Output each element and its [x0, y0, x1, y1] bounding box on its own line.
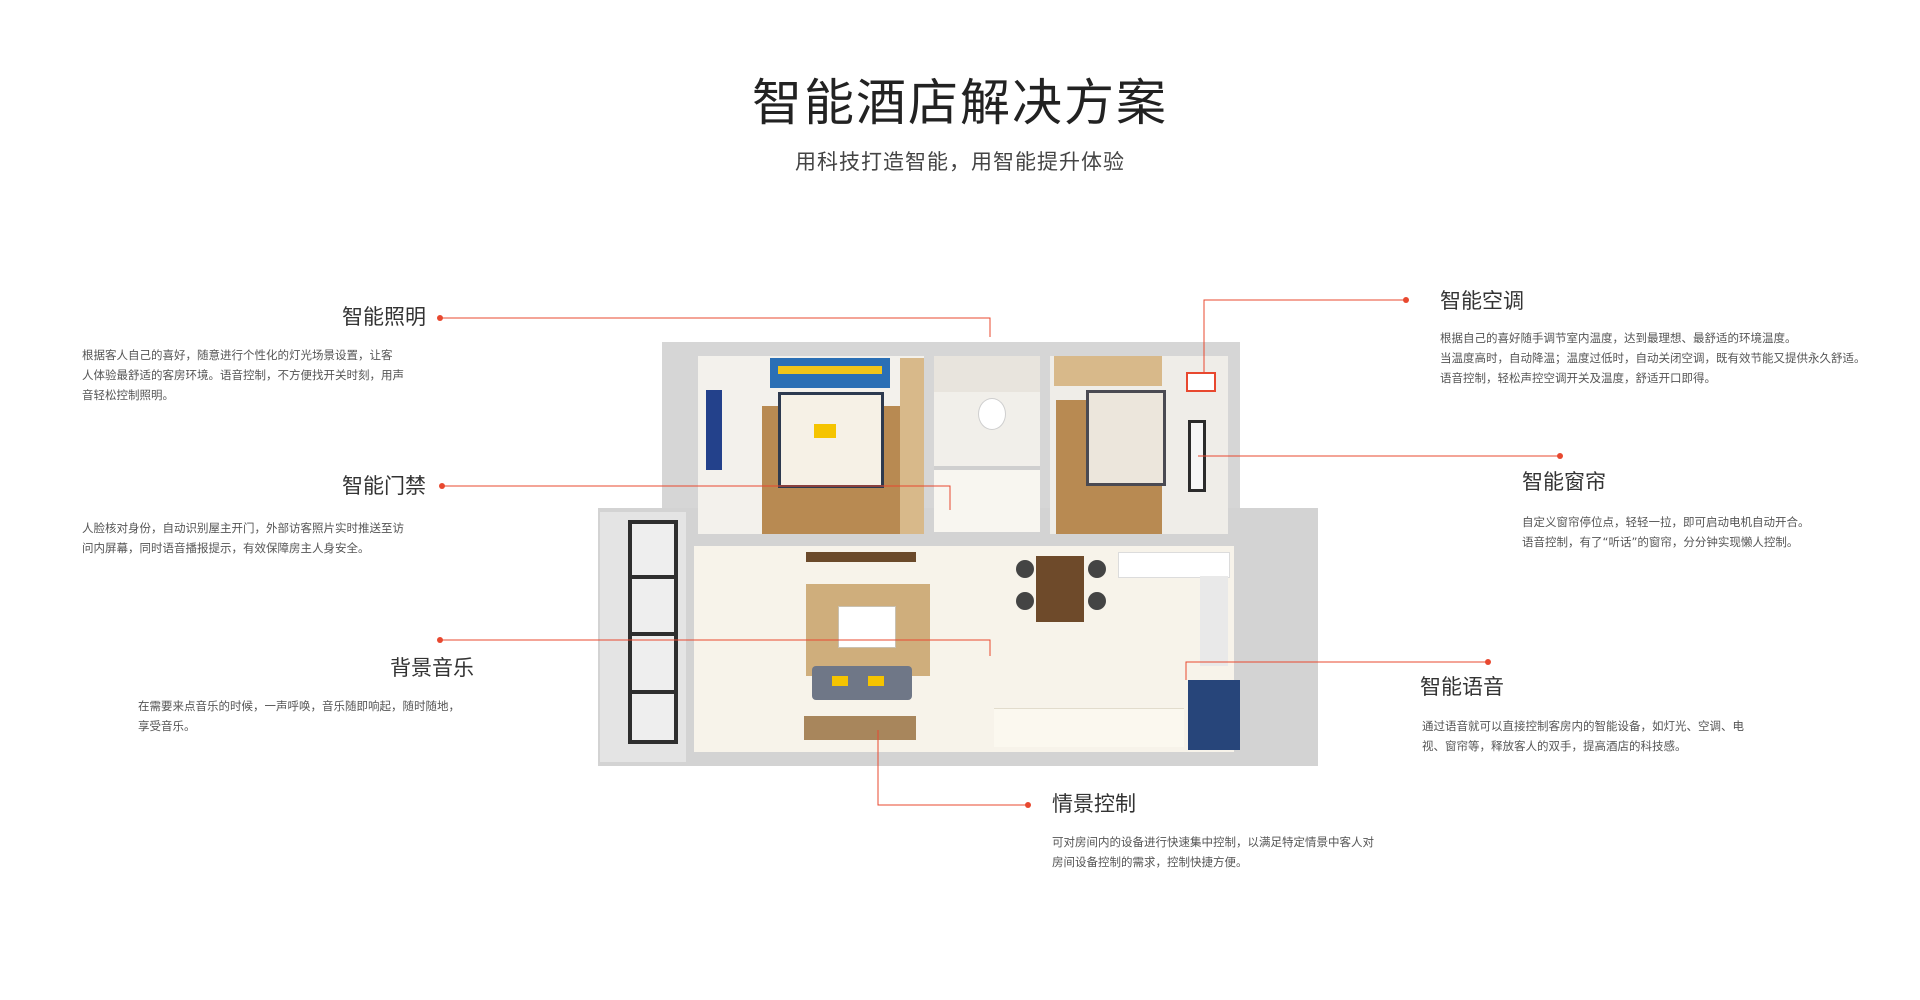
feature-access-desc: 人脸核对身份，自动识别屋主开门，外部访客照片实时推送至访 问内屏幕，同时语音播报…: [82, 521, 404, 555]
feature-voice-desc: 通过语音就可以直接控制客房内的智能设备，如灯光、空调、电 视、窗帘等，释放客人的…: [1422, 719, 1744, 753]
wardrobe-right: [1054, 356, 1162, 386]
kitchen-counter: [1118, 552, 1230, 578]
music-callout-dot: [437, 637, 443, 643]
wardrobe-left: [900, 358, 924, 534]
lighting-callout-dot: [437, 315, 443, 321]
scene-callout-dot: [1025, 802, 1031, 808]
feature-aircon-desc: 根据自己的喜好随手调节室内温度，达到最理想、最舒适的环境温度。 当温度高时，自动…: [1440, 331, 1866, 385]
feature-voice-title: 智能语音: [1420, 675, 1504, 699]
kitchen-side: [1200, 576, 1228, 666]
toilet: [978, 398, 1006, 430]
bedroom-left-bed: [778, 392, 884, 488]
feature-curtain-desc: 自定义窗帘停位点，轻轻一拉，即可启动电机自动开合。 语音控制，有了“听话”的窗帘…: [1522, 515, 1810, 549]
living-room-sofa: [812, 666, 912, 700]
feature-lighting-desc: 根据客人自己的喜好，随意进行个性化的灯光场景设置，让客 人体验最舒适的客房环境。…: [82, 348, 404, 402]
bedroom-left-blue-shelf: [706, 390, 722, 470]
curtain-callout-dot: [1557, 453, 1563, 459]
bottom-rug: [804, 716, 916, 740]
feature-scene-desc: 可对房间内的设备进行快速集中控制，以满足特定情景中客人对 房间设备控制的需求，控…: [1052, 835, 1374, 869]
lighting-callout-line: [440, 317, 991, 337]
scene-callout-line: [877, 730, 1028, 806]
access-callout-dot: [439, 483, 445, 489]
entry-door-blue: [1188, 680, 1240, 750]
aircon-callout-dot: [1403, 297, 1409, 303]
dining-table: [1036, 556, 1084, 622]
entry-hall: [934, 470, 1040, 532]
music-callout-line: [440, 639, 991, 656]
tv-cabinet: [806, 552, 916, 562]
voice-callout-dot: [1485, 659, 1491, 665]
bedroom-right-bed: [1086, 390, 1166, 486]
access-callout-line: [442, 485, 951, 510]
feature-curtain-title: 智能窗帘: [1522, 470, 1606, 494]
living-room-light-band: [994, 708, 1184, 747]
aircon-unit: [1186, 372, 1216, 392]
feature-scene-title: 情景控制: [1052, 792, 1136, 816]
feature-music-desc: 在需要来点音乐的时候，一声呼唤，音乐随即响起，随时随地， 享受音乐。: [138, 699, 460, 733]
voice-callout-line: [1185, 661, 1488, 680]
feature-access-title: 智能门禁: [342, 474, 426, 498]
page-title: 智能酒店解决方案: [752, 74, 1168, 132]
feature-aircon-title: 智能空调: [1440, 289, 1524, 313]
feature-music-title: 背景音乐: [390, 656, 474, 680]
feature-lighting-title: 智能照明: [342, 305, 426, 329]
aircon-callout-line: [1203, 299, 1406, 372]
page-subtitle: 用科技打造智能，用智能提升体验: [795, 150, 1125, 174]
